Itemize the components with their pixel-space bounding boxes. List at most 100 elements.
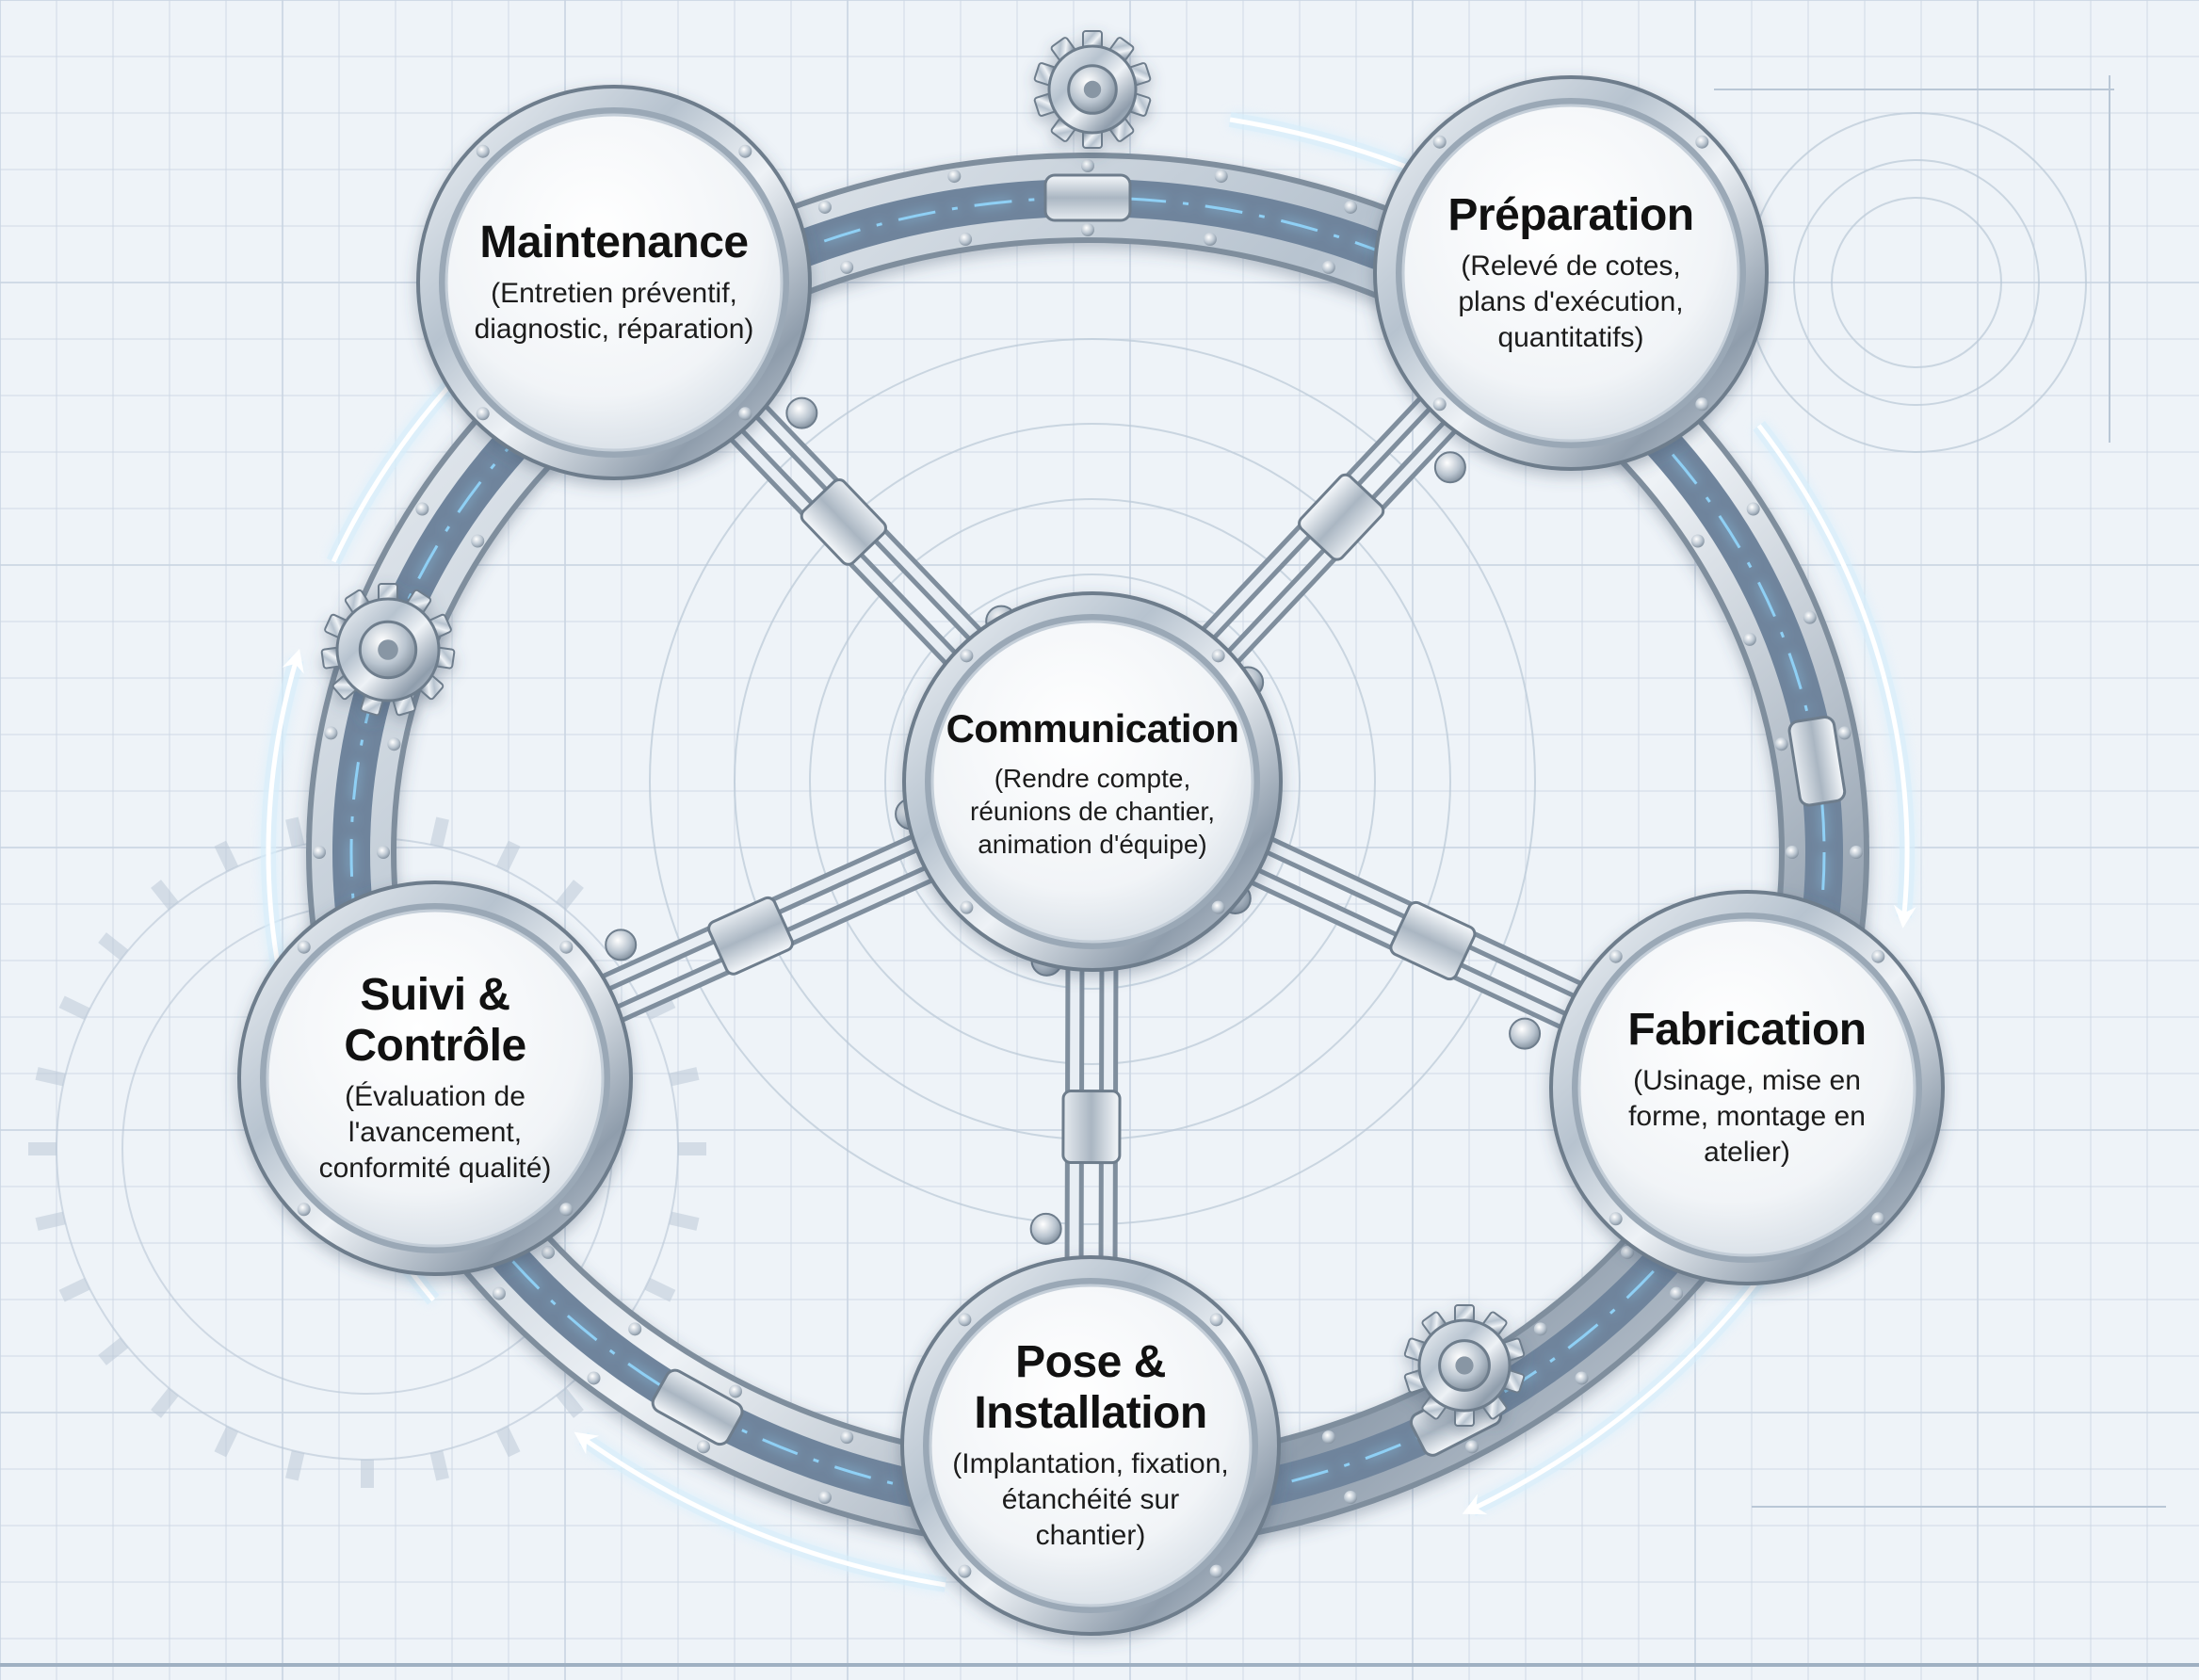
ring-rivet — [1850, 846, 1863, 859]
ring-rivet — [1214, 170, 1228, 184]
flow-arrow — [1756, 424, 1916, 929]
ring-rivet — [1344, 200, 1358, 214]
node-bezels — [237, 75, 1945, 1636]
bezel-face — [1401, 104, 1740, 443]
bezel-rivet — [1871, 1212, 1885, 1226]
bezel-rivet — [1209, 1564, 1223, 1578]
sketch-gear-tooth — [556, 1387, 584, 1418]
gear-left — [320, 583, 456, 717]
ring-rivet — [1837, 726, 1851, 740]
bezel-face — [445, 113, 784, 452]
sketch-circle — [884, 573, 1301, 990]
ring-rivet — [817, 200, 832, 214]
ring-rivet — [947, 170, 962, 184]
gears — [320, 30, 1526, 1427]
node-bezel — [902, 591, 1283, 972]
ring-rivet — [840, 260, 854, 274]
bezel-rivet — [960, 649, 974, 663]
ring-coupling — [1043, 173, 1132, 222]
ring-rivet — [1081, 223, 1094, 236]
sketch-gear-tooth — [214, 840, 239, 872]
ring-rivet — [324, 726, 338, 740]
node-maintenance: Maintenance (Entretien préventif, diagno… — [459, 141, 769, 424]
bezel-face — [930, 620, 1254, 944]
ring-rivet — [587, 1371, 601, 1385]
ring-rivet — [1321, 260, 1335, 274]
ring-rivet — [1690, 534, 1705, 548]
sketch-gear-tooth — [429, 816, 449, 848]
spoke-collar — [1298, 473, 1385, 561]
sketch-circle — [649, 338, 1536, 1225]
bezel-rivet — [297, 940, 311, 954]
sketch-gear-tooth — [285, 816, 305, 848]
spoke-collar — [800, 478, 887, 566]
gear-axle — [378, 639, 398, 660]
spoke — [1167, 387, 1466, 701]
node-title: Maintenance — [479, 218, 749, 267]
node-description: (Évaluation de l'avancement, conformité … — [318, 1081, 552, 1184]
sketch-gear-tooth — [644, 995, 676, 1021]
sketch-gear-tooth — [644, 1277, 676, 1302]
ring-coupling — [1787, 716, 1847, 807]
bezel-rivet — [1209, 1313, 1223, 1327]
bezel-rivet — [960, 900, 974, 914]
sketch-gear-tooth — [285, 1450, 305, 1481]
node-bezel — [237, 880, 633, 1276]
bolt — [1433, 451, 1466, 484]
bezel-rivet — [1871, 949, 1885, 963]
ring-rivet — [492, 1286, 506, 1300]
sketch-gear-tooth — [58, 995, 90, 1021]
ring-rivet — [1575, 1371, 1589, 1385]
ring-rivet — [1803, 610, 1817, 624]
ring-rivet — [1774, 737, 1788, 751]
sketch-gear-tooth — [495, 840, 521, 872]
ring-coupling — [651, 1368, 744, 1446]
ring-rivet — [697, 1440, 710, 1454]
sketch-gear-tooth — [429, 1450, 449, 1481]
bolt — [1509, 1017, 1542, 1050]
bezel-rivet — [958, 1564, 972, 1578]
node-title: Pose & Installation — [974, 1337, 1207, 1438]
ring-rivet — [1533, 1322, 1547, 1336]
ring-rivet — [377, 846, 390, 859]
ring-rivet — [1081, 159, 1094, 172]
node-bezel — [1373, 75, 1769, 471]
sketch-gear-tooth — [556, 880, 584, 911]
bezel-rivet — [1211, 649, 1225, 663]
flow-arrow — [574, 1431, 946, 1588]
spoke — [589, 798, 980, 1026]
blueprint-sketch — [28, 75, 2166, 1508]
node-description: (Rendre compte, réunions de chantier, an… — [970, 763, 1215, 859]
node-title: Préparation — [1447, 190, 1694, 240]
node-description: (Usinage, mise en forme, montage en atel… — [1628, 1065, 1866, 1168]
node-fabrication: Fabrication (Usinage, mise en forme, mon… — [1592, 946, 1902, 1229]
bezel-rivet — [738, 144, 752, 158]
sketch-gear-tooth — [98, 932, 129, 961]
bezel-face — [1577, 918, 1916, 1257]
sketch-circle — [809, 498, 1376, 1065]
ring-rivet — [1786, 846, 1799, 859]
bezel-rivet — [1432, 135, 1447, 149]
node-pose-installation: Pose & Installation (Implantation, fixat… — [935, 1304, 1246, 1587]
ring-rivet — [471, 534, 485, 548]
spoke-collar — [1389, 900, 1477, 981]
node-description: (Entretien préventif, diagnostic, répara… — [474, 278, 754, 345]
bezel-rivet — [1609, 949, 1623, 963]
ring-rivet — [1465, 1440, 1479, 1454]
ring-rivet — [840, 1430, 854, 1445]
node-description: (Implantation, fixation, étanchéité sur … — [952, 1448, 1229, 1551]
ring-rivet — [959, 233, 973, 247]
spokes — [589, 387, 1595, 1277]
ring-rivet — [541, 1245, 555, 1259]
sketch-gear-tooth — [151, 1387, 179, 1418]
bezel-rivet — [1695, 397, 1709, 412]
bezel-rivet — [476, 407, 490, 421]
gear-axle — [1455, 1356, 1474, 1375]
ring-rivet — [729, 1384, 742, 1398]
node-bezel — [900, 1255, 1281, 1636]
node-bezel — [1549, 890, 1945, 1285]
ring-rivet — [1344, 1491, 1358, 1505]
bolt — [785, 396, 818, 429]
sketch-gear-tooth — [35, 1211, 66, 1231]
